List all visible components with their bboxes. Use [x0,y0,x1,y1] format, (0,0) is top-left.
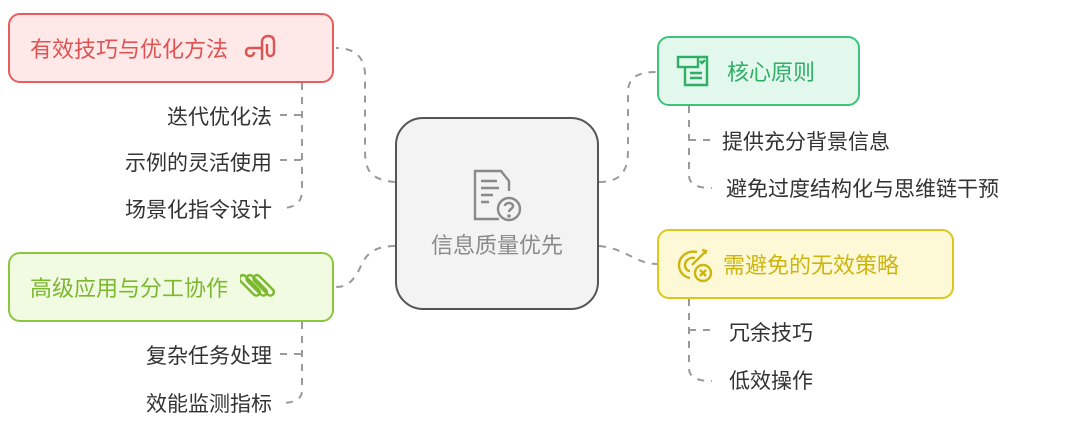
leaf-item[interactable]: 效能监测指标 [146,392,272,416]
branch-avoid[interactable]: 需避免的无效策略 [657,229,954,299]
branch-label: 有效技巧与优化方法 [30,38,229,63]
leaf-item[interactable]: 示例的灵活使用 [125,151,272,175]
checklist-window-icon [675,53,711,89]
branch-label: 需避免的无效策略 [723,254,900,279]
target-cancel-icon [675,244,715,284]
stacked-pills-icon [240,268,278,306]
leaf-item[interactable]: 低效操作 [729,369,813,393]
leaf-item[interactable]: 复杂任务处理 [146,344,272,368]
branch-label: 核心原则 [727,61,816,86]
leaf-item[interactable]: 避免过度结构化与思维链干预 [726,177,999,201]
central-topic-label: 信息质量优先 [430,233,563,259]
branch-techniques[interactable]: 有效技巧与优化方法 [8,13,334,83]
branch-principles[interactable]: 核心原则 [657,36,860,106]
leaf-item[interactable]: 提供充分背景信息 [722,130,890,154]
leaf-item[interactable]: 冗余技巧 [729,321,813,345]
document-question-icon [471,167,523,227]
branch-advanced[interactable]: 高级应用与分工协作 [8,252,334,322]
path-route-icon [242,30,278,66]
leaf-item[interactable]: 迭代优化法 [167,105,272,129]
leaf-item[interactable]: 场景化指令设计 [125,198,272,222]
branch-label: 高级应用与分工协作 [30,277,229,302]
central-topic[interactable]: 信息质量优先 [395,117,599,310]
